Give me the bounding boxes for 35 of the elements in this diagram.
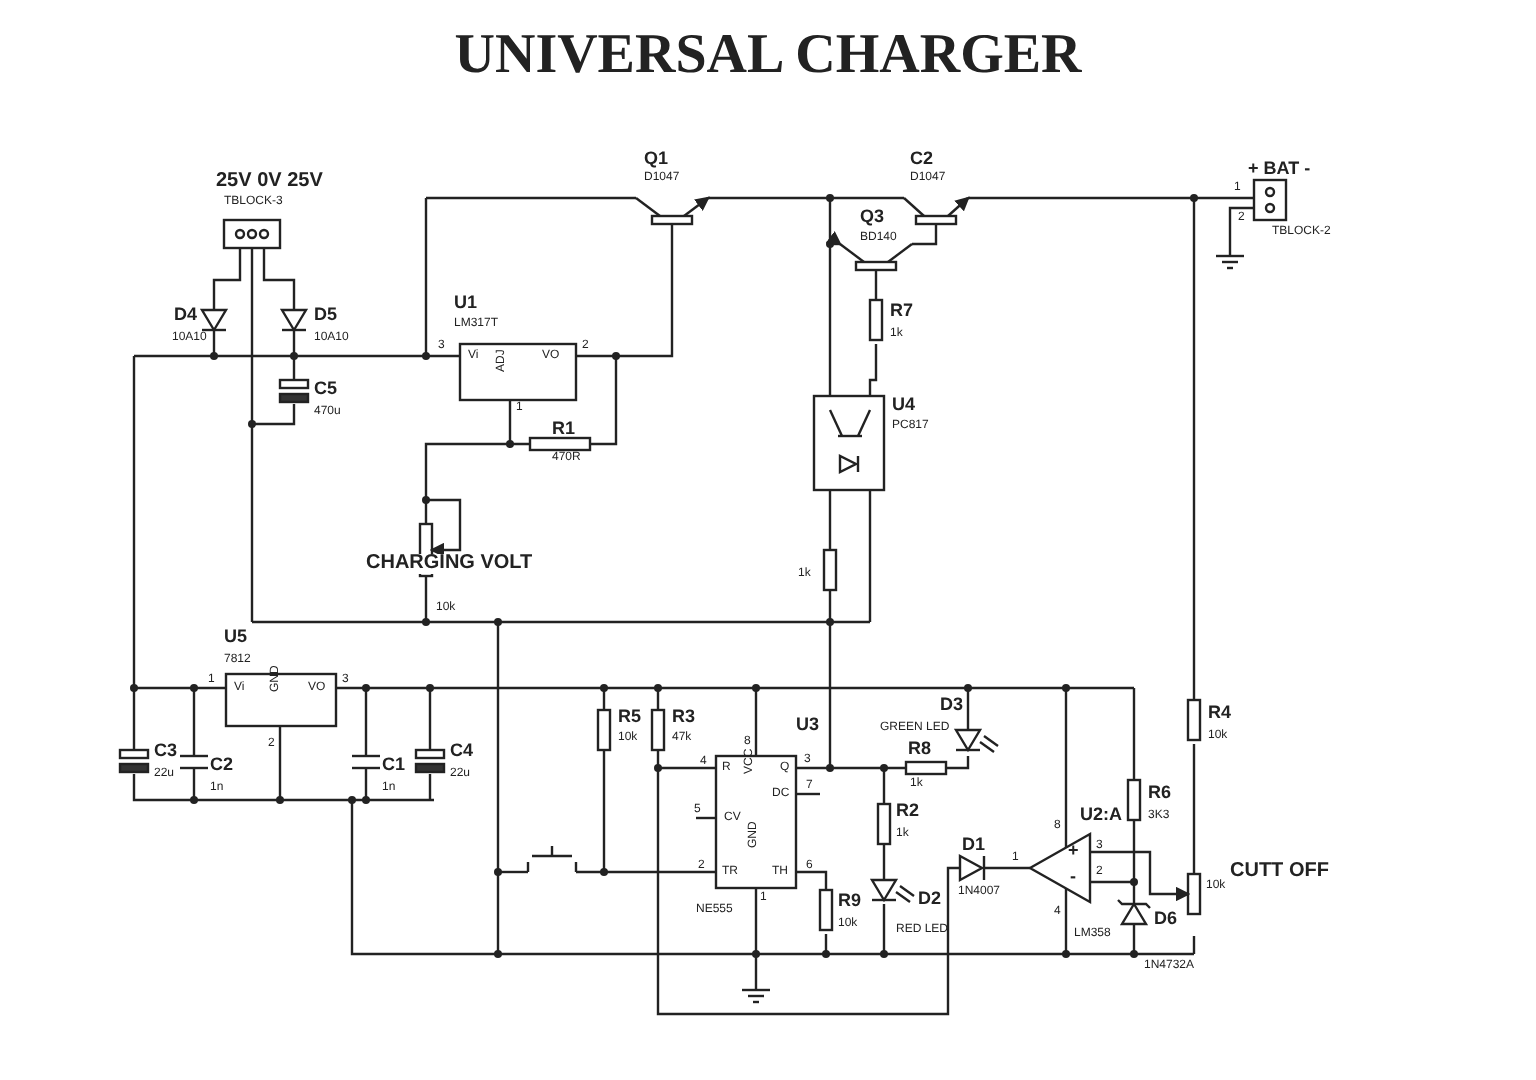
component-label: D2	[918, 890, 942, 908]
component-label: U1	[454, 294, 478, 312]
component-label: U2:A	[1080, 806, 1123, 824]
component-label: R9	[838, 892, 862, 910]
component-label: R5	[618, 708, 642, 726]
net-label: CHARGING VOLT	[366, 554, 533, 574]
component-label: C1	[382, 756, 406, 774]
component-label: R8	[908, 740, 932, 758]
component-label: U4	[892, 396, 916, 414]
component-label: D5	[314, 306, 338, 324]
net-label: CUTT OFF	[1230, 862, 1329, 882]
pin-sign: +	[1068, 842, 1079, 860]
component-label: C2	[210, 756, 234, 774]
component-label: R2	[896, 802, 920, 820]
component-label: C4	[450, 742, 474, 760]
pin-sign: -	[1070, 868, 1076, 886]
component-label: D4	[174, 306, 198, 324]
component-label: C3	[154, 742, 178, 760]
component-label: C5	[314, 380, 338, 398]
component-label: Q1	[644, 150, 669, 168]
component-label: D6	[1154, 910, 1178, 928]
component-label: R6	[1148, 784, 1172, 802]
component-label: + BAT -	[1248, 160, 1311, 178]
component-label: U3	[796, 716, 820, 734]
component-label: R3	[672, 708, 696, 726]
diagram-title: UNIVERSAL CHARGER	[452, 28, 1084, 84]
component-label: D3	[940, 696, 964, 714]
component-label: R7	[890, 302, 914, 320]
net-label: 25V 0V 25V	[216, 172, 323, 192]
component-label: R1	[552, 420, 576, 438]
component-label: U5	[224, 628, 248, 646]
component-label: Q3	[860, 208, 885, 226]
component-label: D1	[962, 836, 986, 854]
component-label: C2	[910, 150, 934, 168]
component-label: R4	[1208, 704, 1232, 722]
